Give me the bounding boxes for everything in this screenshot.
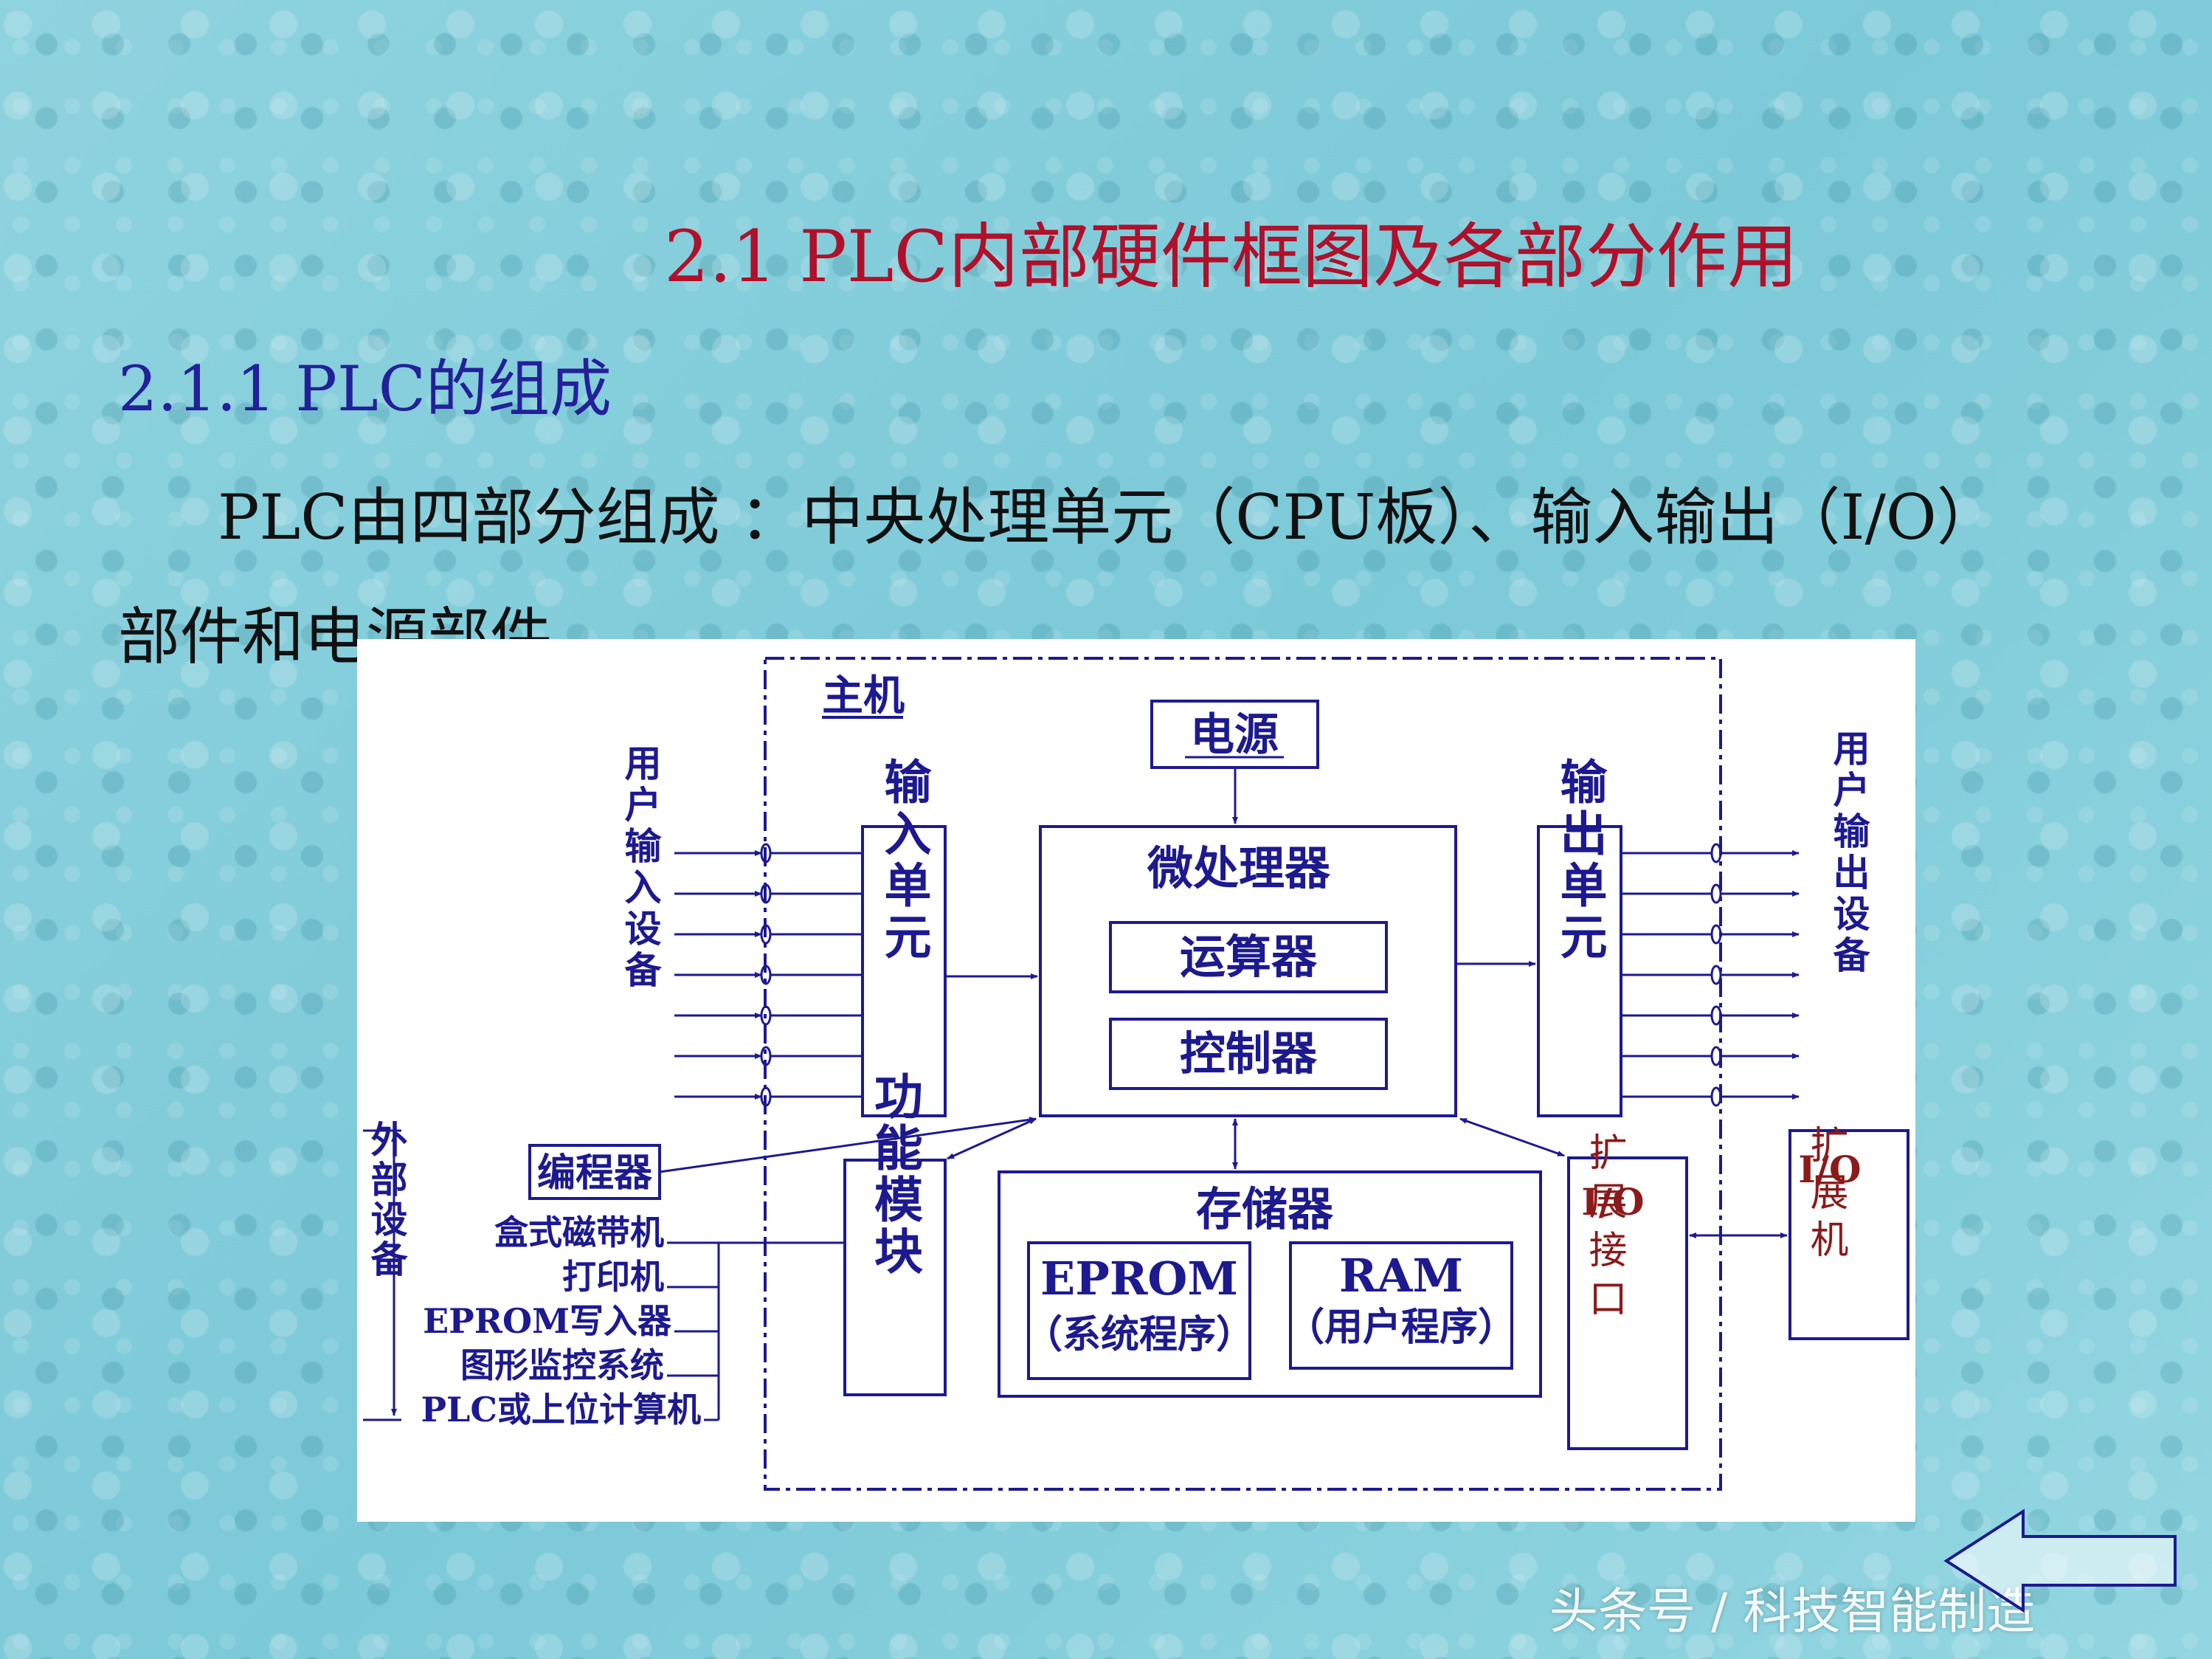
cpu-title: 微处理器	[1147, 841, 1331, 895]
plc-hardware-diagram: 主机 电源 微处理器 运算器 控制器 输入单元 输出单元 用户输入设备 用户输出…	[357, 639, 1915, 1522]
function-module-box	[843, 1159, 947, 1396]
output-unit-label: 输出单元	[1552, 757, 1608, 964]
external-device-lines	[667, 1241, 845, 1421]
host-label: 主机	[822, 672, 905, 720]
io-ext-unit-title: I/O	[1798, 1148, 1861, 1191]
user-output-label: 用户输出设备	[1828, 729, 1871, 977]
memory-box	[998, 1170, 1542, 1398]
back-arrow-icon[interactable]	[1940, 1505, 2184, 1616]
alu-box	[1109, 921, 1388, 993]
external-device-list: 盒式磁带机 打印机 EPROM写入器 图形监控系统 PLC或上位计算机	[421, 1213, 701, 1429]
external-device-item: EPROM写入器	[423, 1301, 672, 1341]
body-paragraph: PLC由四部分组成 ：中央处理单元（CPU板）、输入输出（I/O）部件和电源部件…	[118, 481, 1999, 673]
output-lines	[1621, 843, 1800, 1107]
cpu-ioext-link	[1459, 1117, 1565, 1157]
section-heading: 2.1.1 PLC的组成	[118, 353, 612, 425]
input-lines	[674, 843, 863, 1107]
slide-title: 2.1 PLC内部硬件框图及各部分作用	[664, 215, 1798, 298]
controller-label: 控制器	[1180, 1027, 1318, 1080]
io-ext-interface-box	[1567, 1156, 1688, 1450]
eprom-sublabel: （系统程序）	[1024, 1312, 1254, 1357]
ram-box	[1289, 1241, 1513, 1370]
io-ext-interface-title: I/O	[1581, 1180, 1644, 1224]
input-unit-label: 输入单元	[877, 757, 932, 964]
eprom-label: EPROM	[1040, 1252, 1238, 1306]
power-label: 电源	[1190, 709, 1279, 761]
external-device-item: PLC或上位计算机	[421, 1390, 701, 1429]
module-cpu-link	[947, 1117, 1037, 1160]
external-devices-label: 外部设备	[365, 1120, 409, 1280]
user-input-label: 用户输入设备	[619, 744, 663, 992]
output-unit-box	[1537, 825, 1622, 1117]
ram-sublabel: （用户程序）	[1286, 1305, 1516, 1350]
external-device-item: 图形监控系统	[460, 1345, 664, 1385]
watermark: 头条号 / 科技智能制造	[1549, 1583, 2036, 1640]
io-ext-unit-box	[1788, 1129, 1909, 1340]
programmer-label: 编程器	[537, 1151, 653, 1196]
controller-box	[1109, 1018, 1388, 1090]
function-module-label: 功能模块	[866, 1071, 924, 1277]
alu-label: 运算器	[1180, 930, 1318, 984]
memory-title: 存储器	[1196, 1182, 1334, 1236]
io-ext-unit-label: 扩展机	[1803, 1125, 1848, 1266]
external-device-item: 打印机	[562, 1257, 664, 1297]
external-device-item: 盒式磁带机	[494, 1213, 664, 1252]
io-ext-interface-label: 扩展接口	[1582, 1132, 1626, 1327]
ram-label: RAM	[1339, 1249, 1463, 1303]
eprom-box	[1027, 1241, 1251, 1380]
cpu-box	[1039, 825, 1457, 1117]
host-boundary	[764, 657, 1722, 1491]
input-unit-box	[861, 825, 947, 1117]
